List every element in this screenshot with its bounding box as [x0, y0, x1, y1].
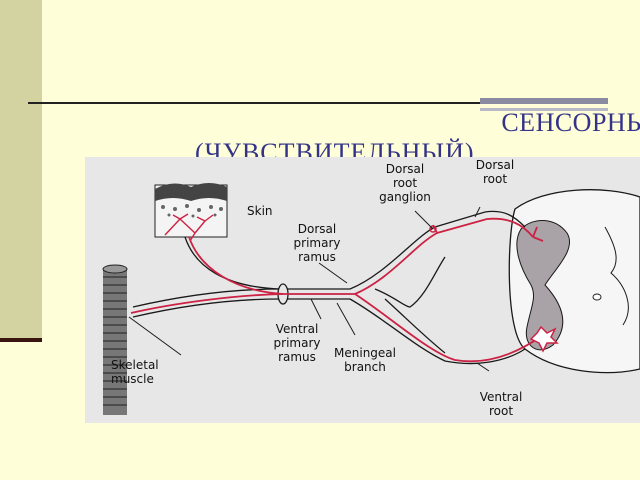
spinal-nerve-diagram: Skin Dorsal root ganglion Dorsal root Do… — [85, 157, 640, 423]
label-dorsal-root-ganglion-3: ganglion — [379, 190, 431, 204]
label-skeletal-muscle-2: muscle — [111, 372, 154, 386]
label-ventral-primary-ramus-3: ramus — [278, 350, 316, 364]
slide-title: СЕНСОРНЫЙ — [501, 108, 640, 137]
label-dorsal-primary-ramus-2: primary — [294, 236, 341, 250]
label-meningeal-branch-1: Meningeal — [334, 346, 396, 360]
skeletal-muscle-illustration — [102, 264, 128, 415]
diagram-svg: Skin Dorsal root ganglion Dorsal root Do… — [102, 158, 640, 418]
label-skeletal-muscle-1: Skeletal — [111, 358, 159, 372]
ganglion-cell — [429, 225, 437, 233]
label-meningeal-branch-2: branch — [344, 360, 386, 374]
sensory-pathway — [130, 217, 544, 363]
pointer-lines — [128, 206, 490, 372]
label-dorsal-root-1: Dorsal — [476, 158, 514, 172]
label-ventral-root-2: root — [489, 404, 513, 418]
label-skin: Skin — [247, 204, 273, 218]
skin-illustration — [154, 183, 228, 242]
header-rule — [28, 102, 480, 104]
header-accent-bar — [480, 98, 608, 104]
label-dorsal-primary-ramus-3: ramus — [298, 250, 336, 264]
spinal-cord — [508, 189, 640, 374]
side-decor-bar — [0, 0, 42, 342]
label-dorsal-root-ganglion-1: Dorsal — [386, 162, 424, 176]
side-decor-bar-edge — [0, 338, 42, 342]
label-dorsal-root-2: root — [483, 172, 507, 186]
label-dorsal-root-ganglion-2: root — [393, 176, 417, 190]
label-ventral-root-1: Ventral — [480, 390, 523, 404]
label-dorsal-primary-ramus-1: Dorsal — [298, 222, 336, 236]
motor-neuron — [529, 325, 559, 353]
label-ventral-primary-ramus-1: Ventral — [276, 322, 319, 336]
label-ventral-primary-ramus-2: primary — [274, 336, 321, 350]
header-accent-bar-light — [480, 108, 608, 111]
